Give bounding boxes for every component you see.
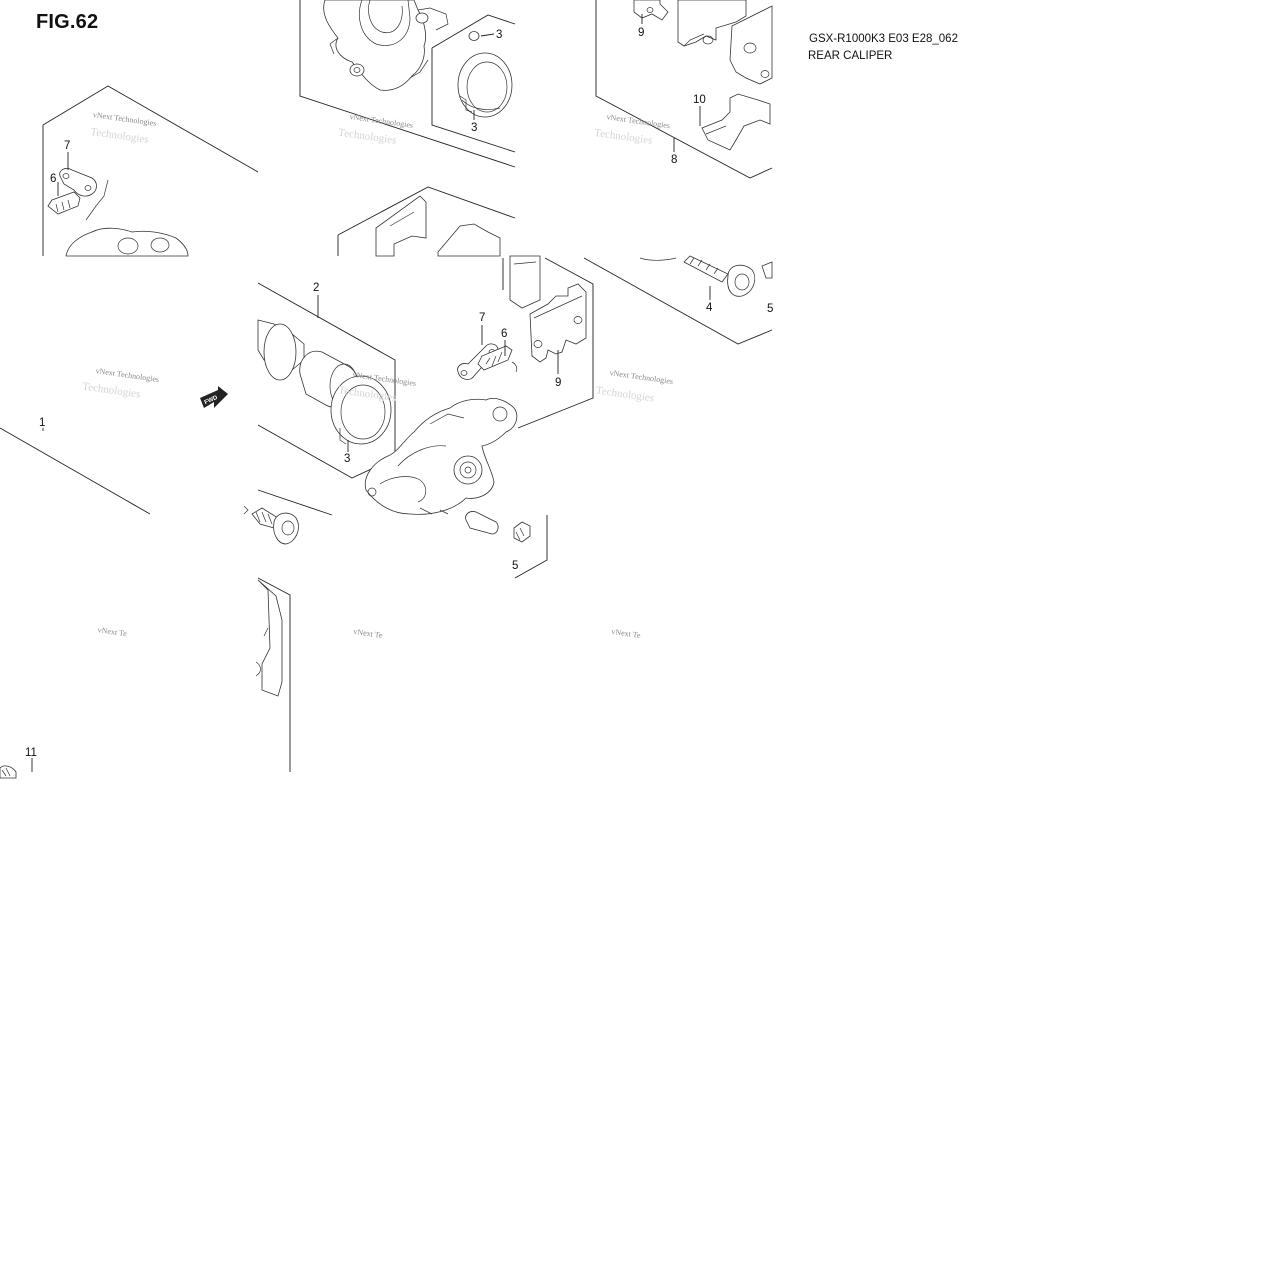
callout-1: 1 — [39, 417, 45, 429]
callout-9: 9 — [555, 377, 561, 389]
callout-4: 4 — [706, 302, 713, 314]
svg-text:Technologies: Technologies — [338, 127, 398, 147]
callout-6: 6 — [50, 173, 56, 185]
piston-seal-top — [457, 52, 513, 118]
bolt-lower-center — [243, 505, 531, 545]
watermark: Technologies vNext Technologies — [595, 368, 674, 404]
svg-text:vNext Technologies: vNext Technologies — [609, 368, 674, 386]
callout-3: 3 — [496, 29, 502, 41]
pad-spring-top — [633, 0, 773, 151]
svg-text:Technologies: Technologies — [595, 384, 655, 404]
svg-text:vNext Technologies: vNext Technologies — [95, 366, 160, 384]
watermark-clipped: vNext Te — [97, 625, 128, 638]
callout-9: 9 — [638, 27, 644, 39]
svg-text:vNext Technologies: vNext Technologies — [606, 112, 671, 130]
callout-7: 7 — [479, 312, 485, 324]
fwd-arrow-label: FWD — [204, 395, 220, 406]
caliper-left-fragment — [47, 168, 189, 257]
svg-text:vNext Technologies: vNext Technologies — [92, 110, 157, 128]
svg-text:vNext Te: vNext Te — [97, 625, 128, 638]
callout-11: 11 — [25, 747, 37, 759]
caliper-body-top — [323, 0, 480, 91]
bolt-4-fragment — [639, 255, 773, 297]
svg-text:Technologies: Technologies — [82, 381, 142, 401]
caliper-body-center — [364, 398, 518, 515]
callout-3: 3 — [471, 122, 477, 134]
svg-text:vNext Te: vNext Te — [611, 627, 642, 640]
callout-5: 5 — [767, 303, 773, 315]
callout-6: 6 — [501, 328, 507, 340]
fwd-arrow-icon: FWD — [200, 386, 228, 408]
callouts: 1 2 3 3 3 4 5 5 6 6 7 7 8 9 9 10 11 — [25, 27, 773, 759]
svg-text:vNext Technologies: vNext Technologies — [349, 112, 414, 130]
watermark: Technologies vNext Technologies — [90, 110, 157, 146]
piston-seal-center — [257, 319, 392, 445]
part-artwork: FWD — [0, 0, 773, 779]
svg-text:vNext Te: vNext Te — [353, 627, 384, 640]
group-outlines — [0, 0, 773, 772]
assembly-name: REAR CALIPER — [808, 50, 893, 60]
pads-center-top — [375, 195, 541, 309]
watermark: Technologies vNext Technologies — [82, 366, 160, 401]
svg-text:Technologies: Technologies — [594, 127, 654, 147]
callout-2: 2 — [313, 282, 319, 294]
svg-text:Technologies: Technologies — [90, 126, 150, 146]
callout-8: 8 — [671, 154, 677, 166]
callout-3: 3 — [344, 453, 350, 465]
watermark-clipped: vNext Te — [353, 627, 384, 640]
bracket-bottom-left — [0, 579, 283, 779]
leader-lines — [31, 14, 711, 772]
figure-title: FIG.62 — [36, 11, 99, 33]
callout-10: 10 — [693, 94, 706, 106]
callout-5: 5 — [512, 560, 518, 572]
callout-7: 7 — [64, 140, 70, 152]
pad-9-center — [529, 283, 587, 363]
watermark-clipped: vNext Te — [611, 627, 642, 640]
model-code: GSX-R1000K3 E03 E28_062 — [809, 33, 958, 45]
bleeder-center — [457, 343, 518, 380]
